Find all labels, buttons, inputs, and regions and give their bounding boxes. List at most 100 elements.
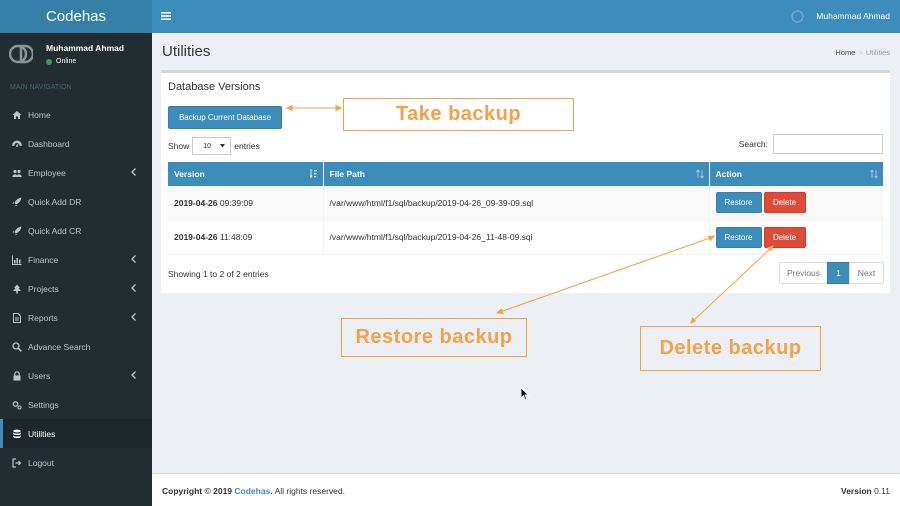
- sidebar-item-users[interactable]: Users: [0, 361, 152, 390]
- online-status-icon: [46, 58, 52, 65]
- sidebar-item-finance[interactable]: Finance: [0, 245, 152, 274]
- sidebar-item-label: Settings: [28, 399, 59, 410]
- tree-icon: [13, 284, 21, 293]
- pagination: Previous 1 Next: [779, 262, 884, 284]
- chevron-left-icon: [131, 255, 136, 263]
- column-header-version[interactable]: Version: [168, 162, 324, 186]
- restore-button[interactable]: Restore: [715, 192, 762, 214]
- sidebar-item-quick-add-dr[interactable]: Quick Add DR: [0, 187, 152, 216]
- home-icon: [12, 110, 22, 119]
- table-search: Search:: [739, 134, 883, 154]
- sidebar-item-reports[interactable]: Reports: [0, 303, 152, 332]
- delete-button[interactable]: Delete: [763, 226, 806, 248]
- version-cell: 2019-04-26 09:39:09: [168, 186, 324, 221]
- dashboard-icon: [12, 140, 22, 147]
- user-avatar: [9, 44, 33, 64]
- sidebar-item-dashboard[interactable]: Dashboard: [0, 129, 152, 158]
- header-user-name[interactable]: Muhammad Ahmad: [816, 11, 890, 21]
- header-avatar-icon[interactable]: [791, 10, 804, 23]
- column-header-file-path-label: File Path: [329, 169, 365, 179]
- chevron-left-icon: [131, 168, 136, 176]
- sidebar-item-label: Employee: [28, 167, 66, 178]
- app-version: Version 0.11: [841, 486, 890, 496]
- users-icon: [12, 169, 22, 177]
- column-header-file-path[interactable]: File Path: [323, 162, 710, 186]
- chevron-left-icon: [131, 371, 136, 379]
- delete-backup-callout: Delete backup: [640, 326, 821, 371]
- column-header-action-label: Action: [715, 169, 742, 179]
- sidebar-item-quick-add-cr[interactable]: Quick Add CR: [0, 216, 152, 245]
- mouse-cursor-icon: [520, 387, 530, 401]
- chevron-left-icon: [131, 284, 136, 292]
- breadcrumb-current: Utilities: [865, 48, 890, 57]
- delete-button[interactable]: Delete: [763, 192, 806, 214]
- entries-select[interactable]: 10: [192, 137, 232, 155]
- sidebar-item-home[interactable]: Home: [0, 100, 152, 129]
- sign-out-icon: [12, 457, 22, 468]
- entries-length: Show 10 entries: [168, 137, 260, 155]
- search-icon: [12, 341, 22, 352]
- rocket-icon: [12, 226, 22, 235]
- user-panel: Muhammad Ahmad Online: [0, 33, 152, 75]
- sidebar-item-label: Utilities: [28, 428, 56, 439]
- version-date: 2019-04-26: [174, 197, 218, 208]
- version-label: Version: [841, 486, 872, 496]
- bar-chart-icon: [12, 255, 22, 265]
- user-status-label: Online: [56, 58, 77, 65]
- top-header: Muhammad Ahmad: [152, 0, 900, 33]
- backup-current-database-button[interactable]: Backup Current Database: [168, 106, 282, 129]
- column-header-action[interactable]: Action: [709, 162, 883, 186]
- copyright-suffix: All rights reserved.: [272, 486, 345, 496]
- copyright-prefix: Copyright © 2019: [162, 486, 235, 496]
- entries-select-value: 10: [203, 142, 212, 150]
- menu-toggle-icon[interactable]: [161, 11, 171, 21]
- breadcrumb-separator: >: [858, 48, 863, 57]
- pagination-next[interactable]: Next: [849, 262, 884, 284]
- sidebar-item-employee[interactable]: Employee: [0, 158, 152, 187]
- sidebar-item-settings[interactable]: Settings: [0, 390, 152, 419]
- sidebar-item-projects[interactable]: Projects: [0, 274, 152, 303]
- gears-icon: [12, 400, 22, 410]
- sidebar-item-label: Quick Add DR: [28, 196, 82, 207]
- footer-company-link[interactable]: Codehas: [234, 486, 271, 496]
- breadcrumb-home[interactable]: Home: [835, 48, 856, 57]
- version-cell: 2019-04-26 11:48:09: [168, 220, 324, 255]
- sidebar-item-label: Projects: [28, 283, 59, 294]
- sidebar-user-name: Muhammad Ahmad: [46, 43, 125, 53]
- brand-logo[interactable]: Codehas: [0, 0, 152, 33]
- footer: Copyright © 2019 Codehas. All rights res…: [152, 473, 900, 506]
- sort-both-icon: [869, 169, 878, 179]
- sidebar-item-label: Finance: [28, 254, 59, 265]
- sidebar-item-advance-search[interactable]: Advance Search: [0, 332, 152, 361]
- database-icon: [13, 429, 21, 438]
- copyright: Copyright © 2019 Codehas. All rights res…: [162, 486, 345, 496]
- box-title: Database Versions: [168, 81, 261, 93]
- file-path-cell: /var/www/html/f1/sql/backup/2019-04-26_1…: [323, 220, 710, 255]
- sidebar-item-utilities[interactable]: Utilities: [0, 419, 152, 448]
- take-backup-callout: Take backup: [343, 98, 574, 131]
- table-header-row: Version File Path Action: [168, 162, 883, 186]
- sidebar-item-logout[interactable]: Logout: [0, 448, 152, 477]
- page-title: Utilities: [162, 43, 211, 60]
- pagination-previous[interactable]: Previous: [779, 262, 828, 284]
- restore-button[interactable]: Restore: [715, 226, 762, 248]
- show-label: Show: [168, 141, 190, 151]
- sort-ascending-icon: [309, 169, 317, 179]
- copyright-dot: .: [270, 486, 273, 496]
- search-label: Search:: [738, 139, 768, 149]
- column-header-version-label: Version: [174, 169, 205, 179]
- sort-both-icon: [695, 169, 704, 179]
- table-info: Showing 1 to 2 of 2 entries: [168, 269, 269, 279]
- user-status: Online: [46, 58, 76, 65]
- pagination-page-1[interactable]: 1: [827, 262, 850, 284]
- version-value: 0.11: [871, 486, 890, 496]
- sidebar-item-label: Home: [28, 109, 51, 120]
- sidebar-item-label: Users: [28, 370, 51, 381]
- database-versions-table: Version File Path Action 2019-04-26 09:3…: [168, 162, 883, 255]
- search-input[interactable]: [773, 134, 883, 154]
- entries-label: entries: [234, 141, 260, 151]
- table-row: 2019-04-26 11:48:09 /var/www/html/f1/sql…: [168, 220, 883, 255]
